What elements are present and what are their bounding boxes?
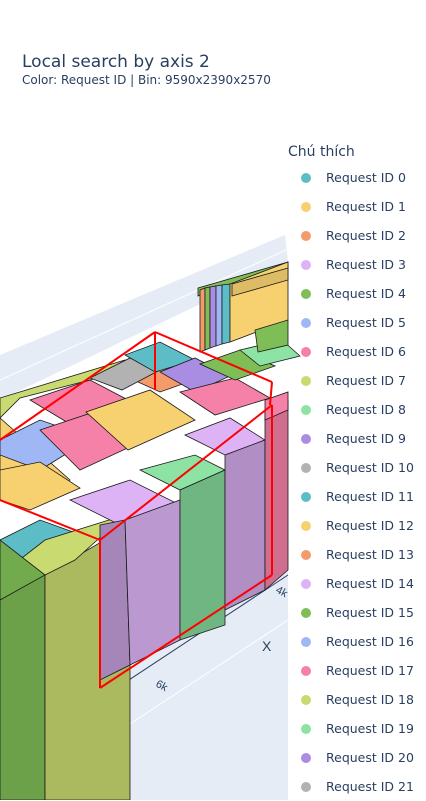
legend-label: Request ID 21 [326, 779, 414, 794]
legend-item[interactable]: Request ID 19 [288, 714, 426, 743]
legend-item[interactable]: Request ID 13 [288, 540, 426, 569]
box-face [179, 469, 226, 641]
legend-label: Request ID 9 [326, 431, 406, 446]
legend-item[interactable]: Request ID 8 [288, 395, 426, 424]
legend-label: Request ID 2 [326, 228, 406, 243]
legend-swatch [301, 404, 311, 415]
legend-label: Request ID 11 [326, 489, 414, 504]
legend-item[interactable]: Request ID 20 [288, 743, 426, 772]
highlight-edge [0, 331, 156, 441]
legend-label: Request ID 12 [326, 518, 414, 533]
legend-swatch [301, 665, 311, 676]
legend-label: Request ID 13 [326, 547, 414, 562]
box-face [254, 319, 289, 353]
box-face [0, 539, 46, 601]
box-face [0, 461, 81, 511]
legend-label: Request ID 8 [326, 402, 406, 417]
legend-label: Request ID 0 [326, 170, 406, 185]
legend-swatch [301, 491, 311, 502]
scene-grid-line [0, 249, 287, 381]
legend-label: Request ID 7 [326, 373, 406, 388]
legend-swatch [301, 201, 311, 212]
legend-label: Request ID 3 [326, 257, 406, 272]
legend-swatch [301, 781, 311, 792]
legend-label: Request ID 20 [326, 750, 414, 765]
chart-subtitle: Color: Request ID | Bin: 9590x2390x2570 [22, 73, 271, 87]
legend-label: Request ID 10 [326, 460, 414, 475]
box-face [199, 287, 206, 353]
legend: Chú thích Request ID 0 Request ID 1 Reques… [288, 144, 426, 801]
legend-title: Chú thích [288, 144, 355, 160]
legend-item[interactable]: Request ID 10 [288, 453, 426, 482]
legend-label: Request ID 15 [326, 605, 414, 620]
legend-swatch [301, 549, 311, 560]
legend-swatch [301, 723, 311, 734]
legend-label: Request ID 1 [326, 199, 406, 214]
x-tick-4k: 4k [274, 584, 290, 600]
legend-swatch [301, 288, 311, 299]
legend-label: Request ID 5 [326, 315, 406, 330]
legend-swatch [301, 375, 311, 386]
legend-label: Request ID 4 [326, 286, 406, 301]
legend-label: Request ID 18 [326, 692, 414, 707]
legend-item[interactable]: Request ID 3 [288, 250, 426, 279]
legend-item[interactable]: Request ID 16 [288, 627, 426, 656]
legend-swatch [301, 520, 311, 531]
legend-item[interactable]: Request ID 4 [288, 279, 426, 308]
highlight-edge [99, 404, 273, 541]
legend-swatch [301, 230, 311, 241]
legend-swatch [301, 317, 311, 328]
highlight-edge [0, 499, 101, 541]
legend-swatch [301, 346, 311, 357]
box-face [85, 389, 196, 451]
legend-swatch [301, 607, 311, 618]
legend-swatch [301, 636, 311, 647]
box-face [204, 286, 211, 351]
legend-item[interactable]: Request ID 21 [288, 772, 426, 801]
highlight-edge [154, 331, 273, 383]
x-tick-6k: 6k [154, 678, 170, 694]
legend-swatch [301, 433, 311, 444]
legend-label: Request ID 14 [326, 576, 414, 591]
box-face [231, 267, 289, 297]
legend-item[interactable]: Request ID 14 [288, 569, 426, 598]
legend-label: Request ID 16 [326, 634, 414, 649]
box-face [221, 283, 231, 345]
legend-item[interactable]: Request ID 9 [288, 424, 426, 453]
legend-label: Request ID 17 [326, 663, 414, 678]
legend-swatch [301, 462, 311, 473]
legend-label: Request ID 6 [326, 344, 406, 359]
legend-swatch [301, 752, 311, 763]
legend-item[interactable]: Request ID 1 [288, 192, 426, 221]
legend-item[interactable]: Request ID 5 [288, 308, 426, 337]
packed-boxes [0, 261, 301, 800]
legend-item[interactable]: Request ID 7 [288, 366, 426, 395]
legend-item[interactable]: Request ID 6 [288, 337, 426, 366]
legend-swatch [301, 578, 311, 589]
legend-swatch [301, 259, 311, 270]
chart-title: Local search by axis 2 [22, 52, 210, 72]
scene-back-wall [0, 235, 288, 400]
legend-item[interactable]: Request ID 0 [288, 163, 426, 192]
box-face [209, 285, 217, 349]
legend-item[interactable]: Request ID 15 [288, 598, 426, 627]
legend-swatch [301, 172, 311, 183]
highlight-edge [269, 381, 273, 406]
highlight-box [0, 331, 273, 689]
legend-item[interactable]: Request ID 17 [288, 656, 426, 685]
x-axis-label: X [262, 638, 272, 654]
legend-item[interactable]: Request ID 18 [288, 685, 426, 714]
legend-swatch [301, 694, 311, 705]
legend-item[interactable]: Request ID 12 [288, 511, 426, 540]
legend-label: Request ID 19 [326, 721, 414, 736]
highlight-edge [99, 574, 273, 689]
legend-item[interactable]: Request ID 2 [288, 221, 426, 250]
box-face [264, 399, 289, 591]
legend-item[interactable]: Request ID 11 [288, 482, 426, 511]
box-face [215, 284, 223, 347]
